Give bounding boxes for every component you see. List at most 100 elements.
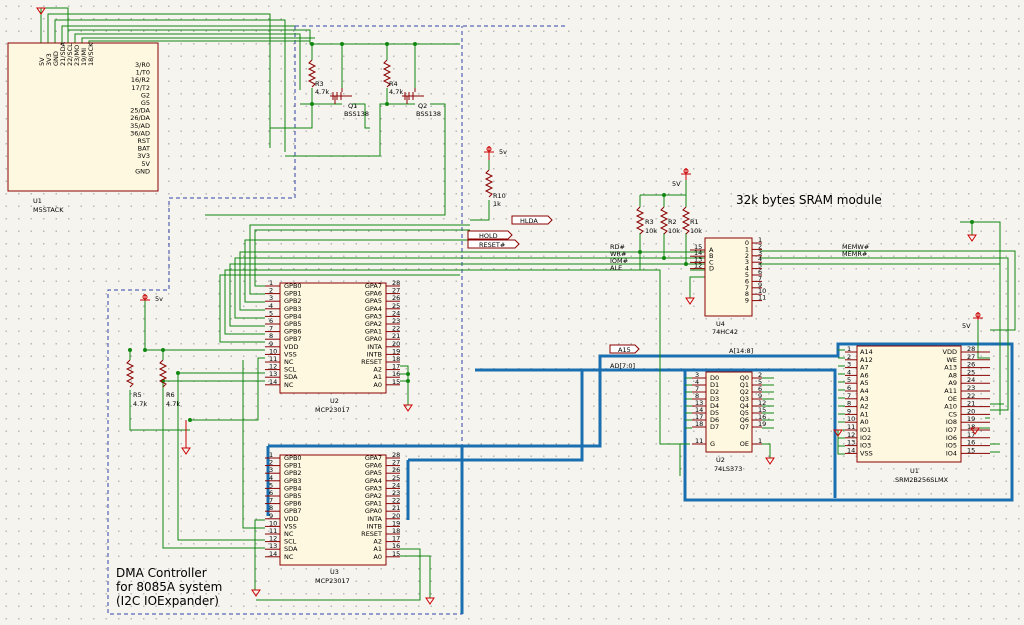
mcp-u2-right-pin-label: GPA3 [365,312,382,320]
sram-left-pin-number: 8 [847,400,851,408]
latch-right-pin-number: 19 [758,420,766,428]
mcp-u2-left-pin-number: 4 [269,302,273,310]
mcp-u3-left-pin-label: NC [284,530,294,538]
mcp-u2-right-pin-number: 21 [392,332,400,340]
sram-right-pin-label: A10 [944,403,957,411]
net-ad7-0: AD[7:0] [610,362,635,370]
mcp-u2-right-pin-number: 22 [392,325,400,333]
mcp-u3-right-pin-label: GPA7 [365,454,382,462]
net-a14-8: A[14:8] [729,347,753,355]
junctions [128,42,974,422]
sram-right-pin-label: IO5 [946,442,957,450]
latch-left-pin-number: 3 [695,371,699,379]
latch-right-pin-label: Q5 [740,409,749,417]
mcp-u2-right-pin-label: A0 [373,381,382,389]
v5-label-sram: 5V [962,322,971,330]
mcp-u2-left-pin-label: GPB2 [284,297,302,305]
sram-right-pin-label: A8 [948,371,957,379]
sram-right-pin-label: IO8 [946,418,957,426]
latch-ref: U2 [716,456,725,464]
mcp-u2-right-pin-number: 26 [392,294,400,302]
mcp-u3-left-pin-number: 11 [269,527,277,535]
latch-value: 74LS373 [714,465,742,473]
u4-right-pin-label: 0 [745,239,749,247]
mcp-u2-right-pin-number: 17 [392,363,400,371]
sram-module-title: 32k bytes SRAM module [736,193,882,207]
mcp-u2-right-pin-label: GPA6 [365,290,382,298]
m5-top-pin-label: 21/SDA [59,42,67,66]
u4-right-pin-number: 5 [758,262,762,270]
sram-left-pin-number: 11 [847,423,855,431]
latch-left-pin-number: 11 [695,437,703,445]
r1-value: 10k [690,227,702,235]
mcp-u2-left-pin-label: NC [284,358,294,366]
mcp-u3-right-pin-label: GPA2 [365,492,382,500]
sram-right-pin-label: OE [948,395,957,403]
mcp-u2-left-pin-number: 13 [269,370,277,378]
mcp-u2-right-pin-label: GPA2 [365,320,382,328]
q1-value: BSS138 [344,110,369,118]
latch-right-pin-number: 2 [758,371,762,379]
u4-ref: U4 [716,320,725,328]
sram-right-pin-label: A11 [944,387,957,395]
mcp-u3-right-pin-number: 25 [392,474,400,482]
mcp-u3-right-pin-label: A0 [373,553,382,561]
mcp-u3-left-pin-number: 4 [269,474,273,482]
sram-right-pin-number: 20 [967,407,975,415]
sram-right-pin-label: IO4 [946,449,957,457]
sram-left-pin-label: A3 [860,395,869,403]
latch-right-pin-label: Q4 [740,402,749,410]
r5-ref: R5 [133,391,142,399]
m5stack-value: M5STACK [33,206,64,214]
u4-left-pin-label: A [709,246,714,254]
mcp-u3-right-pin-number: 23 [392,489,400,497]
mcp-u2-left-pin-label: SDA [284,373,298,381]
mcp-u2-right-pin-label: A2 [373,366,382,374]
mcp-u2-right-pin-number: 15 [392,378,400,386]
net-memw: MEMW# [842,243,869,251]
m5-top-pin-label: GND [52,51,60,66]
r6-resistor [158,359,168,388]
sram-right-pin-number: 28 [967,345,975,353]
u4-left-pin-number: 15 [694,243,702,251]
latch-left-pin-label: D3 [710,395,719,403]
sram-left-pin-number: 7 [847,392,851,400]
mcp-u3-right-pin-label: INTA [367,515,382,523]
mcp-u2-right-pin-label: RESET [361,358,382,366]
mcp-u3-left-pin-label: VSS [284,522,297,530]
mcp-u3-right-pin-number: 21 [392,504,400,512]
sram-left-pin-number: 5 [847,376,851,384]
mcp-u3-right-pin-label: GPA3 [365,484,382,492]
mcp-u3-right-pin-label: A1 [373,545,382,553]
latch-left-pin-label: D5 [710,409,719,417]
mcp-u3-right-pin-label: RESET [361,530,382,538]
mcp-u3-left-pin-number: 14 [269,550,277,558]
v5-label-left: 5v [155,295,163,303]
sram-right-pin-number: 16 [967,439,975,447]
q1-ref: Q1 [348,102,357,110]
sram-left-pin-number: 6 [847,384,851,392]
net-ale: ALE [610,264,622,272]
dma-note-line2: for 8085A system [116,580,222,594]
mcp-u2-right-pin-number: 19 [392,347,400,355]
mcp-u2-right-pin-number: 24 [392,309,400,317]
mcp-u2-left-pin-number: 2 [269,287,273,295]
latch-right-pin-number: 9 [758,392,762,400]
r3b-ref: R3 [315,80,324,88]
r6-ref: R6 [166,391,175,399]
sram-right-pin-label: IO6 [946,434,957,442]
mcp-u2-left-pin-label: SCL [284,366,297,374]
mcp-u3-left-pin-number: 8 [269,504,273,512]
m5-right-pin-label: 3V3 [137,152,150,160]
mcp-u2-right-pin-label: GPA4 [365,305,382,313]
u4-right-pin-number: 9 [758,281,762,289]
latch-left-pin-number: 13 [695,399,703,407]
u4-left-pin-label: D [709,265,714,273]
mcp-u2-left-pin-label: GPB0 [284,282,302,290]
mcp-u3-right-pin-label: INTB [367,522,382,530]
u4-right-pin-number: 10 [758,287,766,295]
mcp-u2-right-pin-label: GPA7 [365,282,382,290]
m5-right-pin-label: 17/T2 [131,84,150,92]
